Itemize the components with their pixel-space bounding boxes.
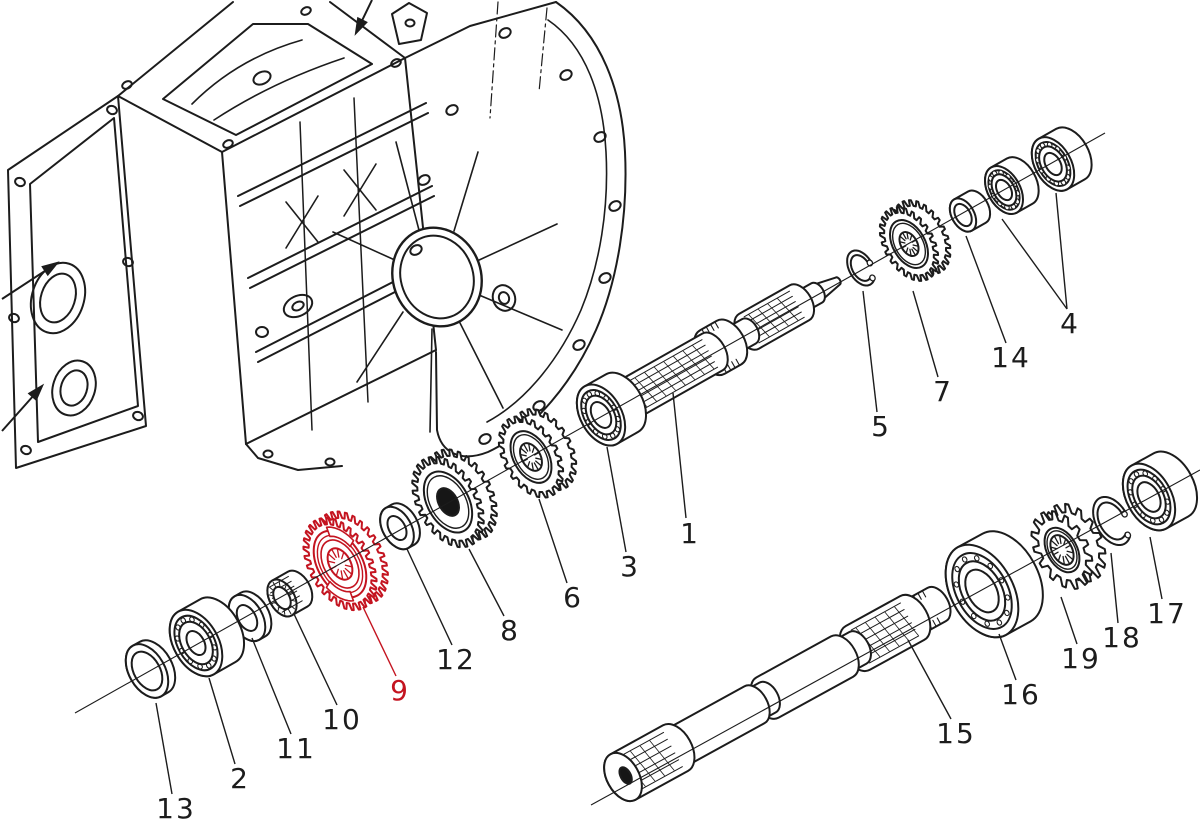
callout-18: 18 (1102, 552, 1142, 654)
input-shaft-axis (74, 132, 1106, 714)
leader-line (251, 637, 292, 735)
part-18-snap-ring (1092, 495, 1132, 547)
part-6-gear (497, 408, 578, 499)
callout-8: 8 (468, 548, 520, 647)
part-4-ball-bearing-outer (1030, 126, 1093, 192)
leader-line (1149, 536, 1163, 600)
leader-line (1060, 596, 1078, 645)
callout-16-label: 16 (1001, 678, 1041, 711)
callout-10-label: 10 (322, 703, 362, 736)
leader-line (406, 548, 453, 646)
callout-10: 10 (293, 613, 362, 736)
callout-9: 9 (362, 606, 410, 707)
part-5-snap-ring (846, 249, 876, 287)
part-12-thrust-washer (379, 502, 421, 551)
callout-16: 16 (998, 633, 1041, 711)
callout-12-label: 12 (436, 643, 476, 676)
leader-line (862, 290, 878, 413)
leader-line (965, 235, 1007, 344)
callout-12: 12 (406, 548, 476, 676)
leader-line (362, 606, 397, 677)
callout-8-label: 8 (500, 614, 520, 647)
leader-line (998, 633, 1017, 681)
leader-line (907, 639, 952, 720)
part-19-gear (1030, 502, 1107, 590)
callout-1-label: 1 (680, 517, 700, 550)
direction-arrow (361, 0, 373, 21)
callout-11-label: 11 (276, 732, 316, 765)
callout-9-label: 9 (390, 674, 410, 707)
callout-18-label: 18 (1102, 621, 1142, 654)
direction-arrowhead (354, 16, 368, 36)
callout-7-label: 7 (933, 375, 953, 408)
part-10-needle-bearing (266, 569, 314, 618)
callout-7: 7 (912, 290, 953, 408)
part-17-ball-bearing (1121, 450, 1199, 532)
callout-17-label: 17 (1147, 597, 1187, 630)
callout-19: 19 (1060, 596, 1101, 675)
transmission-housing (7, 1, 627, 471)
callout-1: 1 (672, 392, 700, 550)
part-2-ball-bearing (168, 596, 246, 678)
callout-19-label: 19 (1061, 642, 1101, 675)
callout-3: 3 (606, 446, 640, 583)
leader-line (293, 613, 338, 706)
callout-4-label: 4 (1060, 307, 1080, 340)
leader-line (1110, 552, 1119, 624)
callout-6: 6 (538, 498, 583, 614)
callout-15-label: 15 (936, 717, 976, 750)
part-15-output-shaft (603, 585, 952, 803)
callout-14-label: 14 (991, 341, 1031, 374)
callout-14: 14 (965, 235, 1031, 374)
callout-3-label: 3 (620, 550, 640, 583)
leader-line (538, 498, 568, 584)
direction-arrow (1, 269, 46, 300)
callout-4: 4 (1001, 192, 1080, 340)
direction-arrowhead (27, 383, 45, 402)
callout-13-label: 13 (156, 792, 196, 819)
output-shaft-axis (590, 469, 1200, 806)
callout-2-label: 2 (230, 762, 250, 795)
leader-line (912, 290, 939, 378)
axis-lines-layer (74, 132, 1200, 806)
leader-line (468, 548, 505, 617)
callout-5-label: 5 (871, 410, 891, 443)
leader-line (1001, 218, 1068, 310)
part-13-seal-ring (124, 639, 177, 699)
direction-arrows-layer (1, 0, 373, 432)
callout-2: 2 (208, 677, 250, 795)
callout-11: 11 (251, 637, 316, 765)
callout-13: 13 (155, 702, 196, 819)
leader-line (1055, 192, 1068, 310)
part-16-ball-bearing (944, 530, 1044, 639)
leader-line (672, 392, 687, 519)
callout-17: 17 (1147, 536, 1187, 630)
part-3-ball-bearing (575, 371, 648, 447)
part-14-spacer-collar (948, 189, 992, 233)
leader-line (208, 677, 236, 765)
housing-left-face (7, 95, 147, 469)
callout-6-label: 6 (563, 581, 583, 614)
leader-line (155, 702, 173, 795)
callout-15: 15 (907, 639, 976, 750)
direction-arrow (1, 395, 34, 432)
direction-arrowhead (41, 261, 60, 277)
output-shaft-assembly (603, 450, 1199, 803)
part-8-gear (411, 448, 498, 549)
callout-5: 5 (862, 290, 891, 443)
leader-line (606, 446, 627, 553)
